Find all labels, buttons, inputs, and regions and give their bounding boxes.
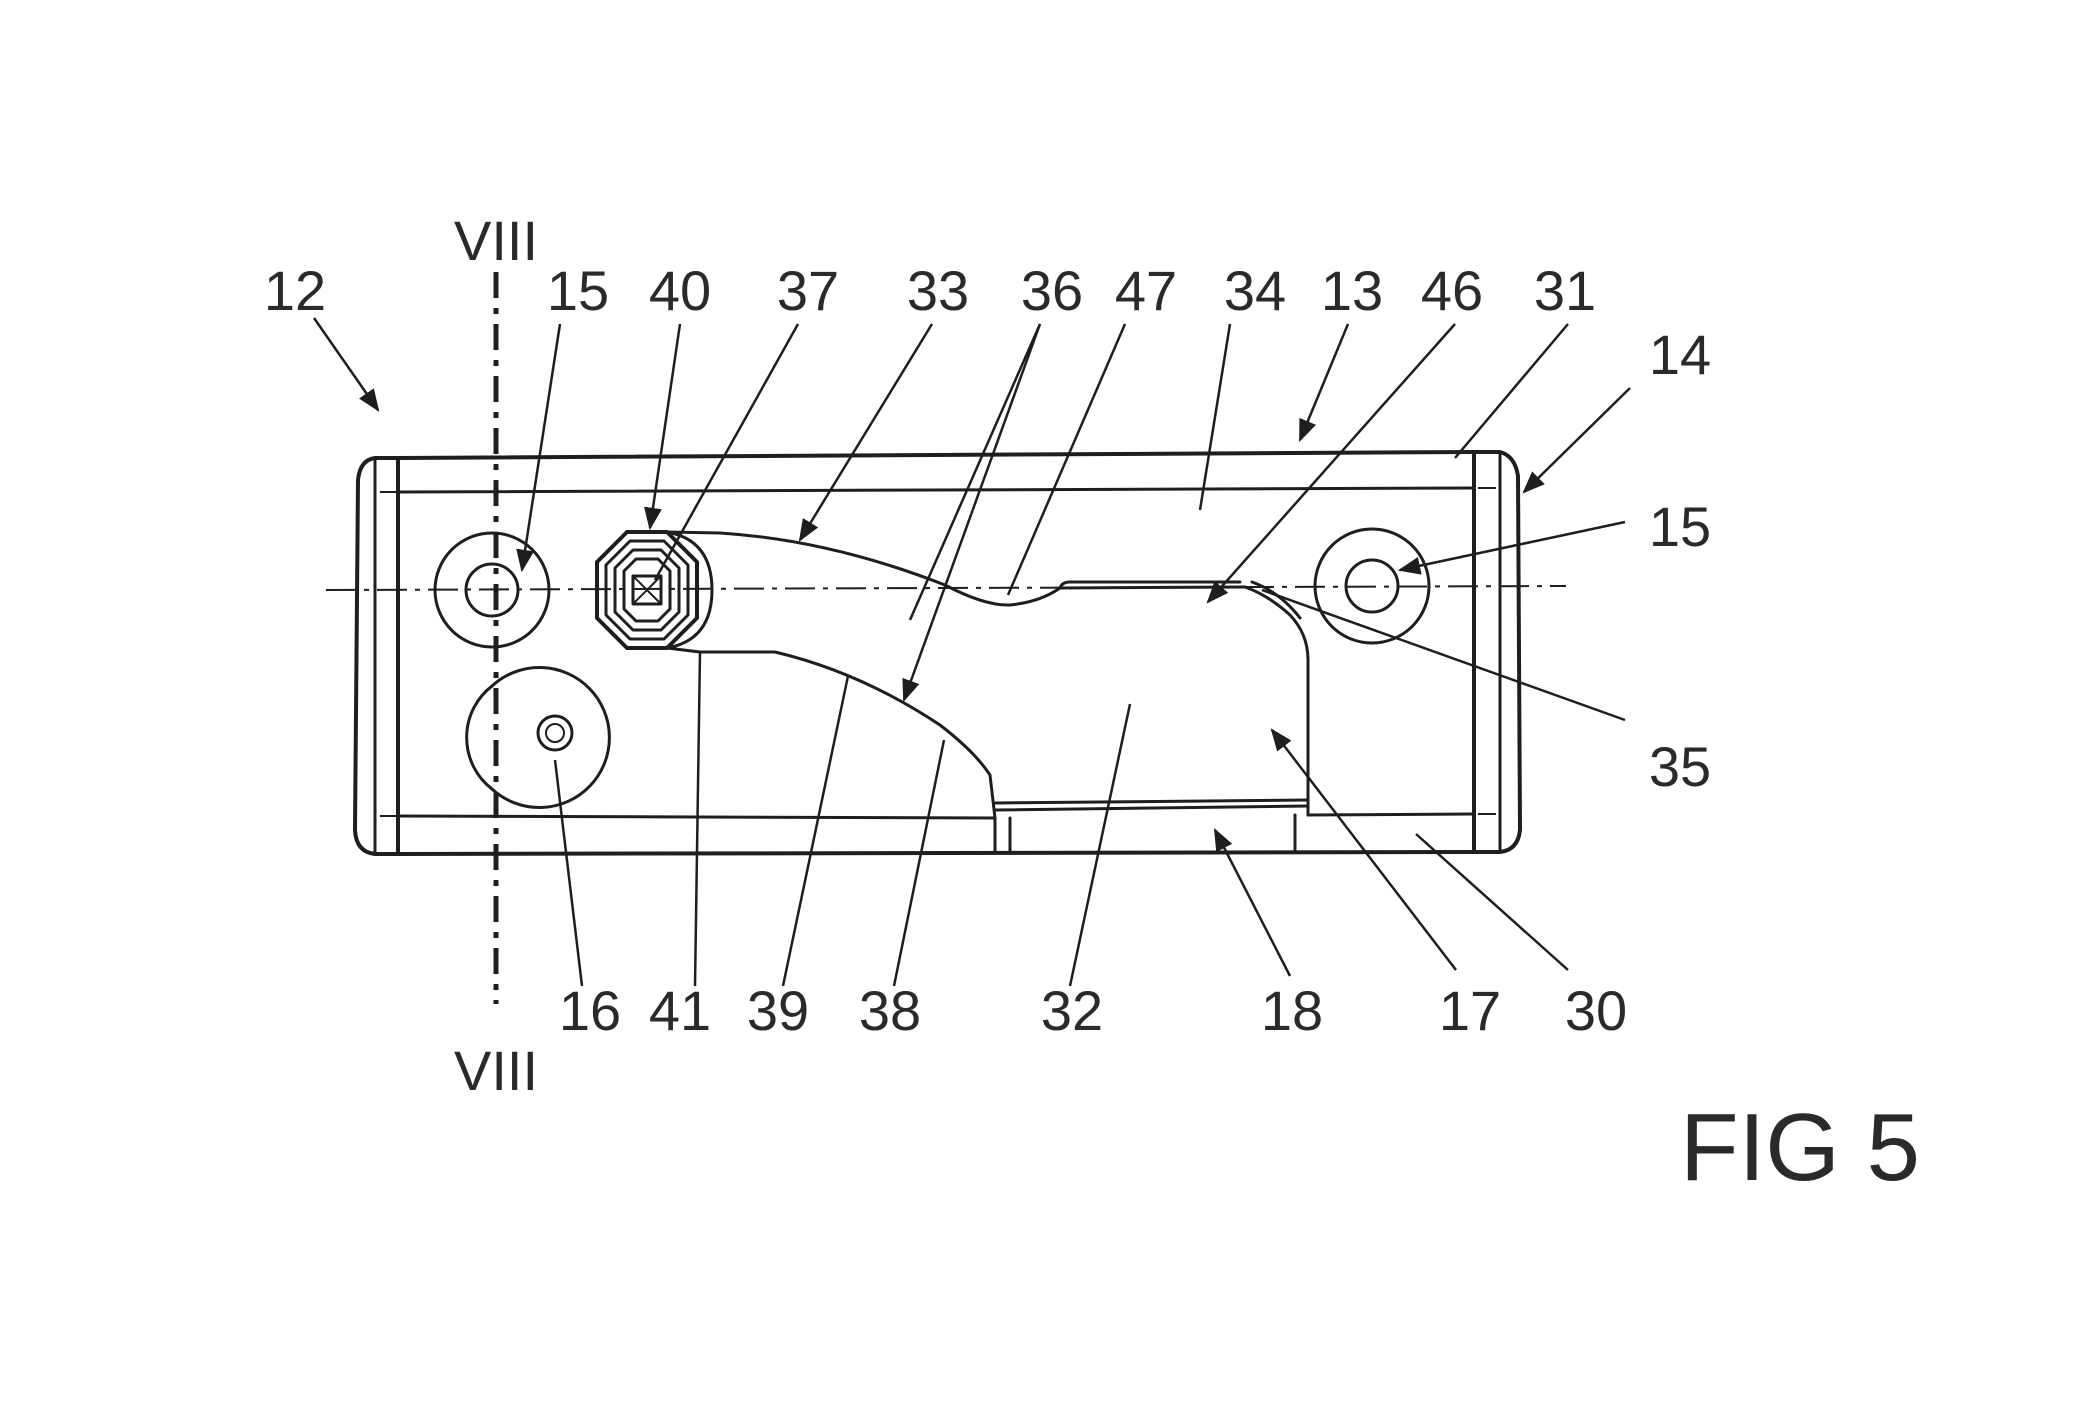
ref-label: 38 — [859, 979, 921, 1042]
ref-label: 46 — [1421, 259, 1483, 322]
section-mark-bottom: VIII — [454, 1039, 538, 1102]
ref-label: 34 — [1224, 259, 1286, 322]
ref-label: 16 — [559, 979, 621, 1042]
center-axis-line — [325, 585, 1567, 591]
ref-label: 17 — [1439, 979, 1501, 1042]
ref-label: 31 — [1534, 259, 1596, 322]
hole-15-left — [433, 531, 551, 649]
ref-label: 13 — [1321, 259, 1383, 322]
slider-cam-contour — [665, 530, 1310, 854]
section-mark-labels: VIII VIII — [454, 209, 538, 1102]
right-labels: 15 35 — [1649, 495, 1711, 798]
ref-label: 32 — [1041, 979, 1103, 1042]
ref-label: 36 — [1021, 259, 1083, 322]
hole-15-right — [1313, 527, 1431, 645]
ref-label: 33 — [907, 259, 969, 322]
ref-label: 39 — [747, 979, 809, 1042]
ref-label: 30 — [1565, 979, 1627, 1042]
ref-label: 47 — [1115, 259, 1177, 322]
ref-label: 12 — [264, 259, 326, 322]
ref-label: 41 — [649, 979, 711, 1042]
left-end-cap — [353, 456, 400, 856]
right-end-cap — [1472, 450, 1522, 854]
top-labels: 12 15 40 37 33 36 47 34 13 46 31 14 — [264, 259, 1711, 386]
section-mark-top: VIII — [454, 209, 538, 272]
figure-title: FIG 5 — [1680, 1094, 1920, 1201]
housing-body — [353, 450, 1522, 856]
ref-label: 15 — [1649, 495, 1711, 558]
ref-label: 35 — [1649, 735, 1711, 798]
ref-label: 18 — [1261, 979, 1323, 1042]
ref-label: 14 — [1649, 323, 1711, 386]
bottom-labels: 16 41 39 38 32 18 17 30 — [559, 979, 1627, 1042]
screw-40 — [595, 530, 714, 650]
ref-label: 37 — [777, 259, 839, 322]
ref-label: 15 — [547, 259, 609, 322]
boss-16 — [465, 666, 611, 809]
ref-label: 40 — [649, 259, 711, 322]
reference-leaders — [312, 317, 1631, 987]
